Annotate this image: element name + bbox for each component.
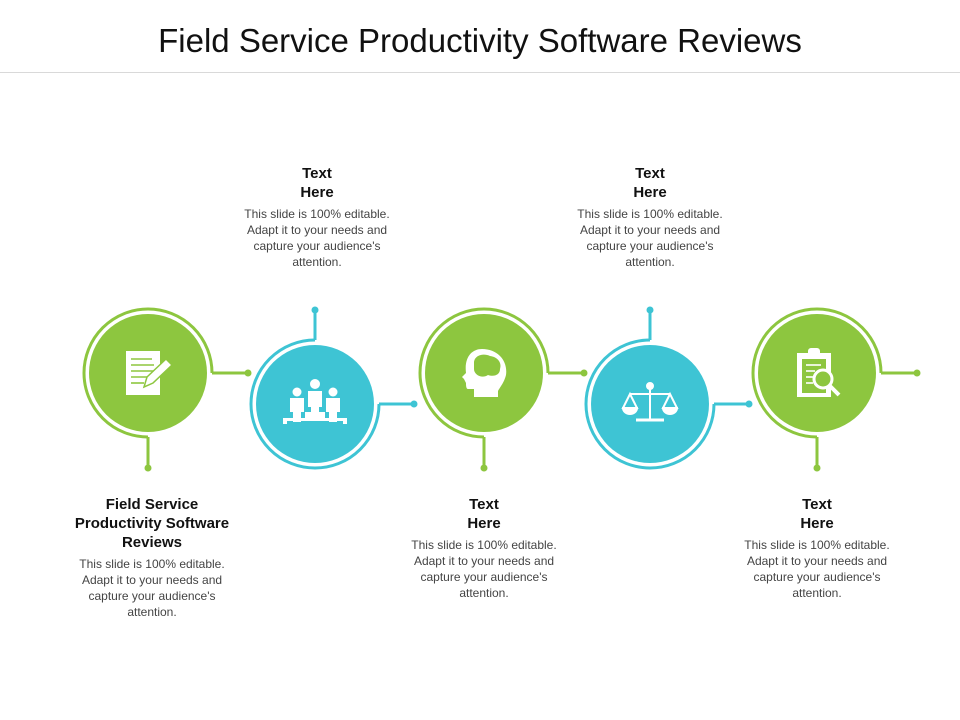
connector-dot <box>480 464 488 472</box>
step-node-2 <box>249 306 418 470</box>
step-node-5 <box>751 307 921 472</box>
step-text-1: Field Service Productivity Software Revi… <box>62 495 242 620</box>
connector-dot <box>244 369 252 377</box>
connector-dot <box>813 464 821 472</box>
ring-arc <box>584 338 716 470</box>
step-node-1 <box>82 307 252 472</box>
step-text-2: Text Here This slide is 100% editable. A… <box>227 164 407 270</box>
page-title: Field Service Productivity Software Revi… <box>158 22 802 59</box>
connector-dot <box>745 400 753 408</box>
ring-arc <box>82 307 214 439</box>
ring-arc <box>751 307 883 439</box>
step-body: This slide is 100% editable. Adapt it to… <box>79 557 225 619</box>
connector-dot <box>410 400 418 408</box>
step-body: This slide is 100% editable. Adapt it to… <box>744 538 890 600</box>
brain-head-icon <box>462 349 507 397</box>
step-body: This slide is 100% editable. Adapt it to… <box>244 207 390 269</box>
step-text-4: Text Here This slide is 100% editable. A… <box>560 164 740 270</box>
step-body: This slide is 100% editable. Adapt it to… <box>577 207 723 269</box>
step-node-4 <box>584 306 753 470</box>
connector-dot <box>646 306 654 314</box>
clipboard-search-icon <box>797 348 841 397</box>
step-heading: Text Here <box>300 165 334 201</box>
step-heading: Text Here <box>800 496 834 532</box>
connector-dot <box>311 306 319 314</box>
step-heading: Field Service Productivity Software Revi… <box>74 496 230 551</box>
podium-people-icon <box>283 379 347 424</box>
step-heading: Text Here <box>467 496 501 532</box>
step-heading: Text Here <box>633 165 667 201</box>
ring-arc <box>249 338 381 470</box>
scales-icon <box>621 382 679 422</box>
ring-arc <box>418 307 550 439</box>
step-node-3 <box>418 307 588 472</box>
connector-dot <box>913 369 921 377</box>
step-body: This slide is 100% editable. Adapt it to… <box>411 538 557 600</box>
document-pen-icon <box>126 351 174 395</box>
title-divider <box>0 72 960 73</box>
step-text-5: Text Here This slide is 100% editable. A… <box>727 495 907 601</box>
step-text-3: Text Here This slide is 100% editable. A… <box>394 495 574 601</box>
connector-dot <box>144 464 152 472</box>
connector-dot <box>580 369 588 377</box>
